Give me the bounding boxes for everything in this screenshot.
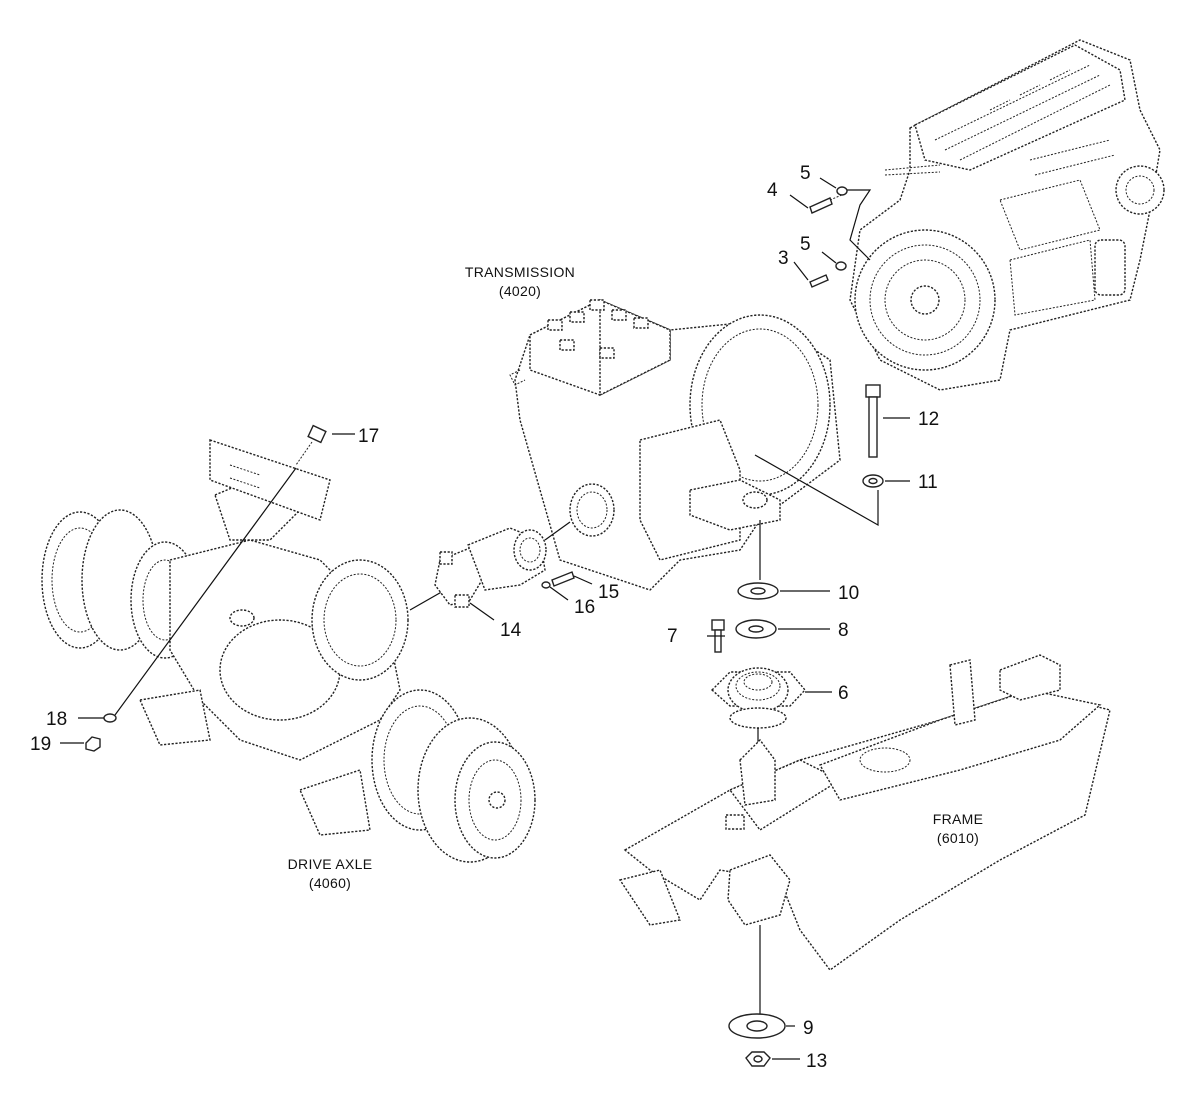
callout-5-lower: 5: [800, 234, 811, 255]
callout-7: 7: [667, 626, 678, 647]
leader-mount-top: [754, 454, 879, 527]
frame-label: FRAME: [933, 811, 984, 827]
callout-18: 18: [46, 709, 67, 730]
axle-hardware: [85, 424, 327, 752]
leader-engine-bolt: [838, 189, 872, 261]
engine-mount-hardware: [809, 186, 848, 288]
drive-axle-label: DRIVE AXLE: [288, 856, 373, 872]
callout-14: 14: [500, 620, 522, 641]
assembly-labels: TRANSMISSION (4020) DRIVE AXLE (4060) FR…: [288, 264, 984, 891]
callout-leaders: [60, 177, 910, 1060]
callout-15: 15: [598, 582, 619, 603]
callout-numbers: 3 4 5 5 6 7 8 9 10 11 12 13 14 15 16 17 …: [30, 163, 939, 1072]
callout-11: 11: [918, 472, 938, 493]
callout-3: 3: [778, 248, 789, 269]
frame-mount-hardware: [728, 1013, 786, 1067]
drive-axle-assembly: [41, 439, 536, 863]
transmission-code: (4020): [499, 283, 541, 299]
callout-5-upper: 5: [800, 163, 811, 184]
callout-10: 10: [838, 583, 859, 604]
transmission-label: TRANSMISSION: [465, 264, 575, 280]
frame-code: (6010): [937, 830, 979, 846]
callout-6: 6: [838, 683, 849, 704]
drive-shaft-coupling: [409, 521, 575, 611]
callout-4: 4: [767, 180, 778, 201]
transmission-mount-stack: [710, 384, 884, 760]
drive-axle-code: (4060): [309, 875, 351, 891]
callout-9: 9: [803, 1018, 814, 1039]
frame-assembly: [618, 654, 1111, 1015]
callout-8: 8: [838, 620, 849, 641]
callout-12: 12: [918, 409, 939, 430]
callout-17: 17: [358, 426, 379, 447]
callout-19: 19: [30, 734, 51, 755]
callout-13: 13: [806, 1051, 827, 1072]
callout-16: 16: [574, 597, 595, 618]
transmission-assembly: [509, 298, 841, 591]
engine-assembly: [849, 39, 1165, 391]
